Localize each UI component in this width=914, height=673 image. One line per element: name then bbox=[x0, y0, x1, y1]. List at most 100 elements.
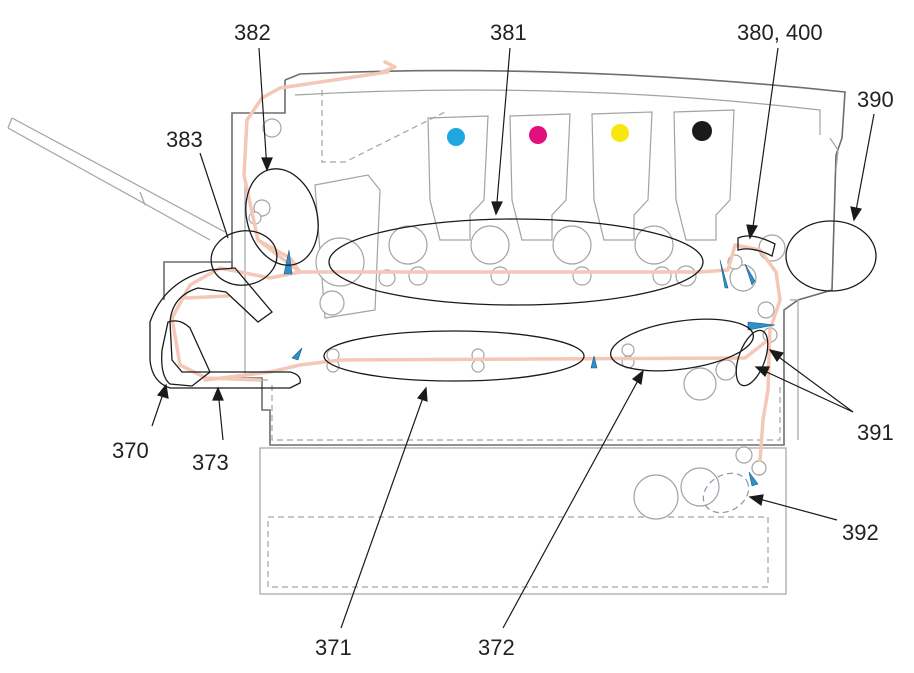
paper-tray bbox=[259, 447, 787, 595]
drum-cyan bbox=[427, 115, 489, 241]
front-roller-1 bbox=[758, 234, 786, 262]
callout-390-ellipse bbox=[785, 220, 877, 292]
drum-yellow bbox=[591, 111, 653, 241]
belt-roller-e bbox=[652, 266, 672, 286]
callout-381-ellipse bbox=[328, 218, 704, 306]
leader-390 bbox=[854, 113, 875, 217]
upper-tray-dashed bbox=[271, 385, 781, 441]
leader-391-b bbox=[757, 367, 854, 413]
rear-inner-frame bbox=[244, 145, 268, 381]
leader-371-arrow bbox=[416, 386, 428, 402]
leader-373-arrow bbox=[212, 386, 224, 401]
printer-main-outline bbox=[232, 69, 846, 446]
front-cover-lip bbox=[829, 137, 839, 171]
printer-rear-outline bbox=[231, 80, 286, 268]
sensor-duplex-left bbox=[291, 347, 303, 361]
sensor-tray bbox=[748, 471, 759, 487]
drum-roller-2 bbox=[470, 225, 510, 265]
label-373: 373 bbox=[192, 450, 229, 475]
image-drums bbox=[427, 109, 735, 241]
leader-380 bbox=[751, 47, 779, 235]
belt-roller-c bbox=[490, 266, 510, 286]
leader-391-a-arrow bbox=[768, 349, 785, 363]
label-383: 383 bbox=[166, 127, 203, 152]
duplex-roller-4 bbox=[471, 359, 485, 373]
drum-black bbox=[673, 109, 735, 241]
leader-371 bbox=[340, 391, 426, 629]
paper-path-arrowhead bbox=[380, 60, 397, 74]
leader-391-a bbox=[771, 351, 854, 413]
label-381: 381 bbox=[490, 20, 527, 45]
callout-372-ellipse bbox=[609, 318, 755, 372]
leader-382-arrow bbox=[261, 157, 273, 172]
leader-381-arrow bbox=[491, 201, 503, 216]
belt-roller-a bbox=[378, 269, 396, 287]
sensor-duplex-mid bbox=[590, 355, 598, 369]
drum-magenta bbox=[509, 113, 571, 241]
output-tray-bottom-edge bbox=[7, 127, 211, 241]
duplex-roller-5 bbox=[621, 343, 635, 357]
label-380-400: 380, 400 bbox=[737, 20, 823, 45]
paper-tray-inner-dashed bbox=[267, 516, 769, 588]
leader-390-arrow bbox=[850, 206, 862, 222]
label-371: 371 bbox=[315, 635, 352, 660]
sensor-exit bbox=[283, 249, 293, 275]
label-370: 370 bbox=[112, 438, 149, 463]
tray-pickup-roller-2 bbox=[680, 467, 720, 507]
leader-370-arrow bbox=[156, 383, 169, 399]
leader-383 bbox=[199, 152, 229, 239]
feed-roller-2 bbox=[715, 359, 737, 381]
front-panel-edge bbox=[790, 299, 799, 440]
sensors bbox=[283, 249, 776, 487]
callout-392-ellipse bbox=[702, 472, 750, 514]
sensor-feed bbox=[747, 321, 776, 331]
output-tray-joint bbox=[139, 191, 146, 206]
output-tray bbox=[7, 117, 226, 241]
callout-shapes bbox=[210, 168, 877, 514]
exit-roller-2 bbox=[253, 199, 271, 217]
callout-labels: 382 381 380, 400 390 383 370 373 391 392… bbox=[112, 20, 894, 660]
tray-roller-4 bbox=[751, 460, 767, 476]
front-roller-2 bbox=[757, 301, 775, 319]
leader-380-arrow bbox=[746, 224, 758, 240]
drum-roller-1 bbox=[388, 225, 428, 265]
cyan-toner-dot bbox=[447, 128, 465, 146]
yellow-toner-dot bbox=[611, 124, 629, 142]
paper-path-duplex bbox=[203, 338, 770, 382]
output-tray-top-edge bbox=[11, 117, 226, 233]
duplex-guide-inner bbox=[161, 320, 211, 387]
paper-path bbox=[170, 60, 782, 462]
drum-roller-4 bbox=[634, 225, 674, 265]
callout-382-ellipse bbox=[245, 168, 319, 266]
leader-392-arrow bbox=[748, 494, 764, 507]
label-390: 390 bbox=[857, 87, 894, 112]
label-392: 392 bbox=[842, 520, 879, 545]
callout-380-shape bbox=[737, 235, 776, 257]
printer-left-step bbox=[163, 261, 233, 300]
exit-roller-1 bbox=[262, 118, 282, 138]
magenta-toner-dot bbox=[529, 126, 547, 144]
black-toner-dot bbox=[692, 121, 712, 141]
feed-roller-1 bbox=[683, 367, 717, 401]
leader-lines bbox=[151, 47, 875, 629]
drum-roller-3 bbox=[552, 225, 592, 265]
leader-382 bbox=[258, 47, 268, 171]
sensor-registration bbox=[719, 259, 729, 289]
leader-372-arrow bbox=[631, 369, 644, 385]
leader-391-b-arrow bbox=[754, 366, 770, 378]
callout-391-ellipse bbox=[735, 329, 769, 387]
top-cover-inner bbox=[294, 89, 821, 135]
belt-roller-b bbox=[408, 266, 428, 286]
label-391: 391 bbox=[857, 420, 894, 445]
callout-383-ellipse bbox=[210, 230, 278, 286]
leader-381 bbox=[495, 47, 511, 215]
leader-392 bbox=[751, 496, 838, 521]
label-382: 382 bbox=[234, 20, 271, 45]
top-cover-hinge bbox=[321, 90, 446, 163]
sensor-front bbox=[744, 263, 756, 286]
label-372: 372 bbox=[478, 635, 515, 660]
callout-371-ellipse bbox=[323, 330, 585, 382]
tray-roller-3 bbox=[735, 446, 753, 464]
